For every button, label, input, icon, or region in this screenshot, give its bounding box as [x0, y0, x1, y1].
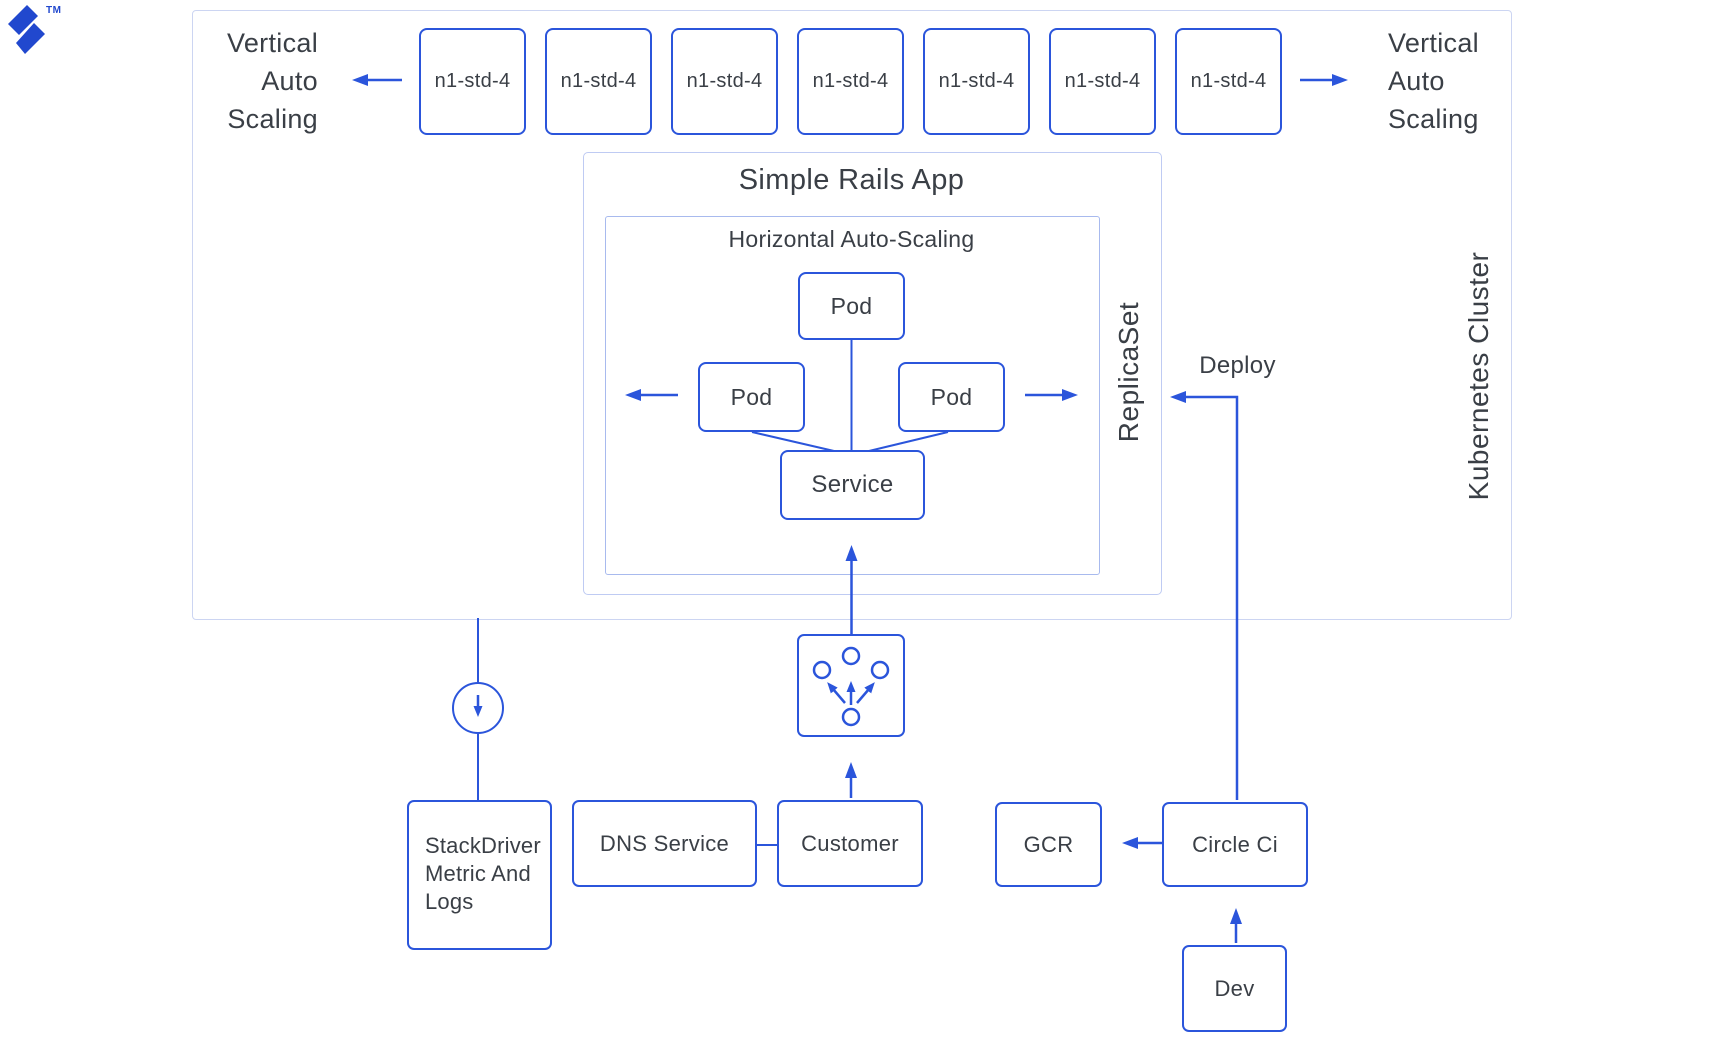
horizontal-auto-scaling-title: Horizontal Auto-Scaling: [728, 226, 975, 252]
metrics-export-icon: [452, 682, 504, 734]
node-box-6: n1-std-4: [1049, 28, 1156, 135]
vertical-auto-scaling-right-label: Vertical Auto Scaling: [1388, 28, 1479, 134]
node-box-5: n1-std-4: [923, 28, 1030, 135]
replicaset-label: ReplicaSet: [1113, 301, 1144, 443]
node-box-3: n1-std-4: [671, 28, 778, 135]
service-box: Service: [780, 450, 925, 520]
dev-box: Dev: [1182, 945, 1287, 1032]
pod-box-right: Pod: [898, 362, 1005, 432]
metrics-circle: [452, 682, 504, 734]
kubernetes-cluster-label: Kubernetes Cluster: [1463, 251, 1494, 501]
circleci-box: Circle Ci: [1162, 802, 1308, 887]
logo-bar-bottom: [16, 23, 45, 54]
node-box-4: n1-std-4: [797, 28, 904, 135]
pod-box-left: Pod: [698, 362, 805, 432]
horizontal-auto-scaling-box: [605, 216, 1100, 575]
trademark-label: TM: [46, 5, 62, 16]
dns-service-box: DNS Service: [572, 800, 757, 887]
stackdriver-box: StackDriver Metric And Logs: [407, 800, 552, 950]
node-box-7: n1-std-4: [1175, 28, 1282, 135]
simple-rails-app-title: Simple Rails App: [738, 164, 965, 196]
node-box-1: n1-std-4: [419, 28, 526, 135]
stackdriver-label: StackDriver Metric And Logs: [425, 833, 541, 914]
simple-rails-app-box: [583, 152, 1162, 595]
load-balancer-box: [797, 634, 905, 737]
pod-box-top: Pod: [798, 272, 905, 340]
toptal-logo-icon: [8, 5, 45, 54]
gcr-box: GCR: [995, 802, 1102, 887]
deploy-label: Deploy: [1199, 352, 1276, 379]
vertical-auto-scaling-left-label: Vertical Auto Scaling: [227, 28, 318, 134]
customer-box: Customer: [777, 800, 923, 887]
node-box-2: n1-std-4: [545, 28, 652, 135]
logo-bar-top: [8, 5, 38, 35]
